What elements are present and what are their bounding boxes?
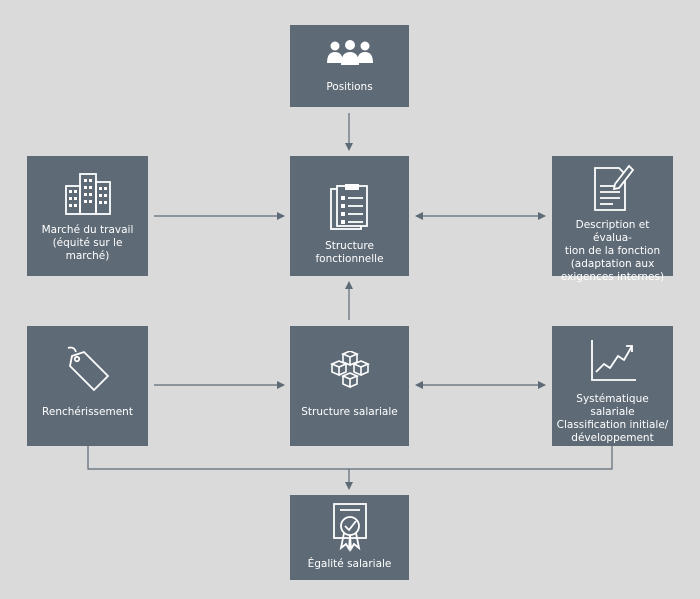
node-structure-salariale: Structure salariale bbox=[290, 326, 409, 446]
price-tag-icon bbox=[64, 346, 112, 396]
rising-chart-icon bbox=[588, 338, 638, 388]
people-group-icon bbox=[325, 39, 375, 71]
line-bottom-bracket bbox=[87, 446, 613, 470]
node-description-evaluation: Description et évalua- tion de la foncti… bbox=[552, 156, 673, 283]
office-buildings-icon bbox=[63, 170, 113, 220]
node-label: Positions bbox=[326, 81, 373, 93]
node-marche-du-travail: Marché du travail (équité sur le marché) bbox=[27, 156, 148, 276]
node-structure-fonctionnelle: Structure fonctionnelle bbox=[290, 156, 409, 276]
document-pen-icon bbox=[591, 162, 635, 218]
stacked-cubes-icon bbox=[327, 350, 373, 397]
node-label: Description et évalua- tion de la foncti… bbox=[560, 219, 665, 283]
node-egalite-salariale: Égalité salariale bbox=[290, 495, 409, 580]
node-label: Marché du travail (équité sur le marché) bbox=[41, 224, 134, 262]
clipboard-checklist-icon bbox=[327, 184, 373, 236]
node-label: Structure salariale bbox=[301, 406, 398, 418]
node-label: Systématique salariale Classification in… bbox=[556, 393, 669, 444]
node-positions: Positions bbox=[290, 25, 409, 107]
node-label: Renchérissement bbox=[42, 406, 133, 418]
node-label: Égalité salariale bbox=[307, 558, 392, 570]
certificate-seal-icon bbox=[330, 502, 370, 556]
node-rencherissement: Renchérissement bbox=[27, 326, 148, 446]
node-label: Structure fonctionnelle bbox=[315, 240, 384, 265]
node-systematique-salariale: Systématique salariale Classification in… bbox=[552, 326, 673, 446]
